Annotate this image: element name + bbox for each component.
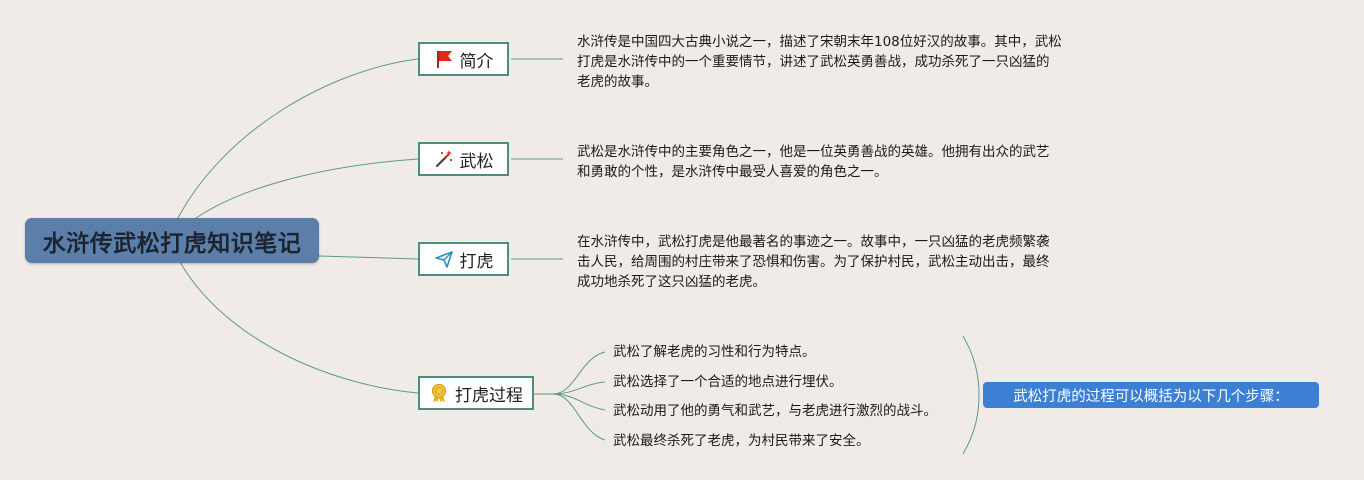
fight-description: 在水浒传中，武松打虎是他最著名的事迹之一。故事中，一只凶猛的老虎频繁袭 击人民，…	[577, 232, 1050, 292]
red-flag-icon	[434, 49, 454, 69]
topic-wusong-label: 武松	[459, 151, 494, 172]
connector-root-wusong	[195, 158, 419, 219]
intro-description: 水浒传是中国四大古典小说之一，描述了宋朝末年108位好汉的故事。其中，武松 打虎…	[577, 32, 1062, 92]
wusong-description: 武松是水浒传中的主要角色之一，他是一位英勇善战的英雄。他拥有出众的武艺 和勇敢的…	[577, 142, 1050, 182]
magic-wand-icon	[434, 149, 454, 169]
topic-process[interactable]: 打虎过程	[418, 376, 534, 410]
wusong-description-line-1: 武松是水浒传中的主要角色之一，他是一位英勇善战的英雄。他拥有出众的武艺	[577, 144, 1050, 160]
topic-intro[interactable]: 简介	[418, 42, 509, 76]
intro-description-line-3: 老虎的故事。	[577, 74, 658, 90]
fight-description-line-1: 在水浒传中，武松打虎是他最著名的事迹之一。故事中，一只凶猛的老虎频繁袭	[577, 234, 1050, 250]
summary-node[interactable]: 武松打虎的过程可以概括为以下几个步骤：	[983, 382, 1319, 408]
process-step-2[interactable]: 武松选择了一个合适的地点进行埋伏。	[613, 374, 843, 390]
topic-process-label: 打虎过程	[455, 385, 523, 406]
connector-root-intro	[177, 58, 419, 219]
connector-step-1	[552, 351, 606, 395]
topic-intro-label: 简介	[459, 51, 494, 72]
connector-step-4	[552, 393, 606, 441]
summary-text: 武松打虎的过程可以概括为以下几个步骤：	[1013, 388, 1289, 405]
intro-description-line-2: 打虎是水浒传中的一个重要情节，讲述了武松英勇善战，成功杀死了一只凶猛的	[577, 54, 1050, 70]
process-step-3[interactable]: 武松动用了他的勇气和武艺，与老虎进行激烈的战斗。	[613, 403, 937, 419]
award-medal-icon	[429, 383, 449, 403]
fight-description-line-3: 成功地杀死了这只凶猛的老虎。	[577, 274, 766, 290]
topic-fight-label: 打虎	[459, 251, 494, 272]
wusong-description-line-2: 和勇敢的个性，是水浒传中最受人喜爱的角色之一。	[577, 164, 888, 180]
root-node[interactable]: 水浒传武松打虎知识笔记	[25, 218, 319, 263]
process-step-1[interactable]: 武松了解老虎的习性和行为特点。	[613, 344, 816, 360]
connector-root-process	[179, 261, 419, 394]
process-step-4[interactable]: 武松最终杀死了老虎，为村民带来了安全。	[613, 433, 870, 449]
topic-wusong[interactable]: 武松	[418, 142, 509, 176]
connector-step-2	[552, 381, 606, 395]
paper-plane-icon	[434, 249, 454, 269]
summary-brace	[962, 335, 980, 455]
root-title: 水浒传武松打虎知识笔记	[42, 230, 302, 257]
intro-description-line-1: 水浒传是中国四大古典小说之一，描述了宋朝末年108位好汉的故事。其中，武松	[577, 34, 1062, 50]
connector-step-3	[552, 393, 606, 411]
topic-fight[interactable]: 打虎	[418, 242, 509, 276]
fight-description-line-2: 击人民，给周围的村庄带来了恐惧和伤害。为了保护村民，武松主动出击，最终	[577, 254, 1050, 270]
connector-root-fight	[318, 255, 419, 260]
